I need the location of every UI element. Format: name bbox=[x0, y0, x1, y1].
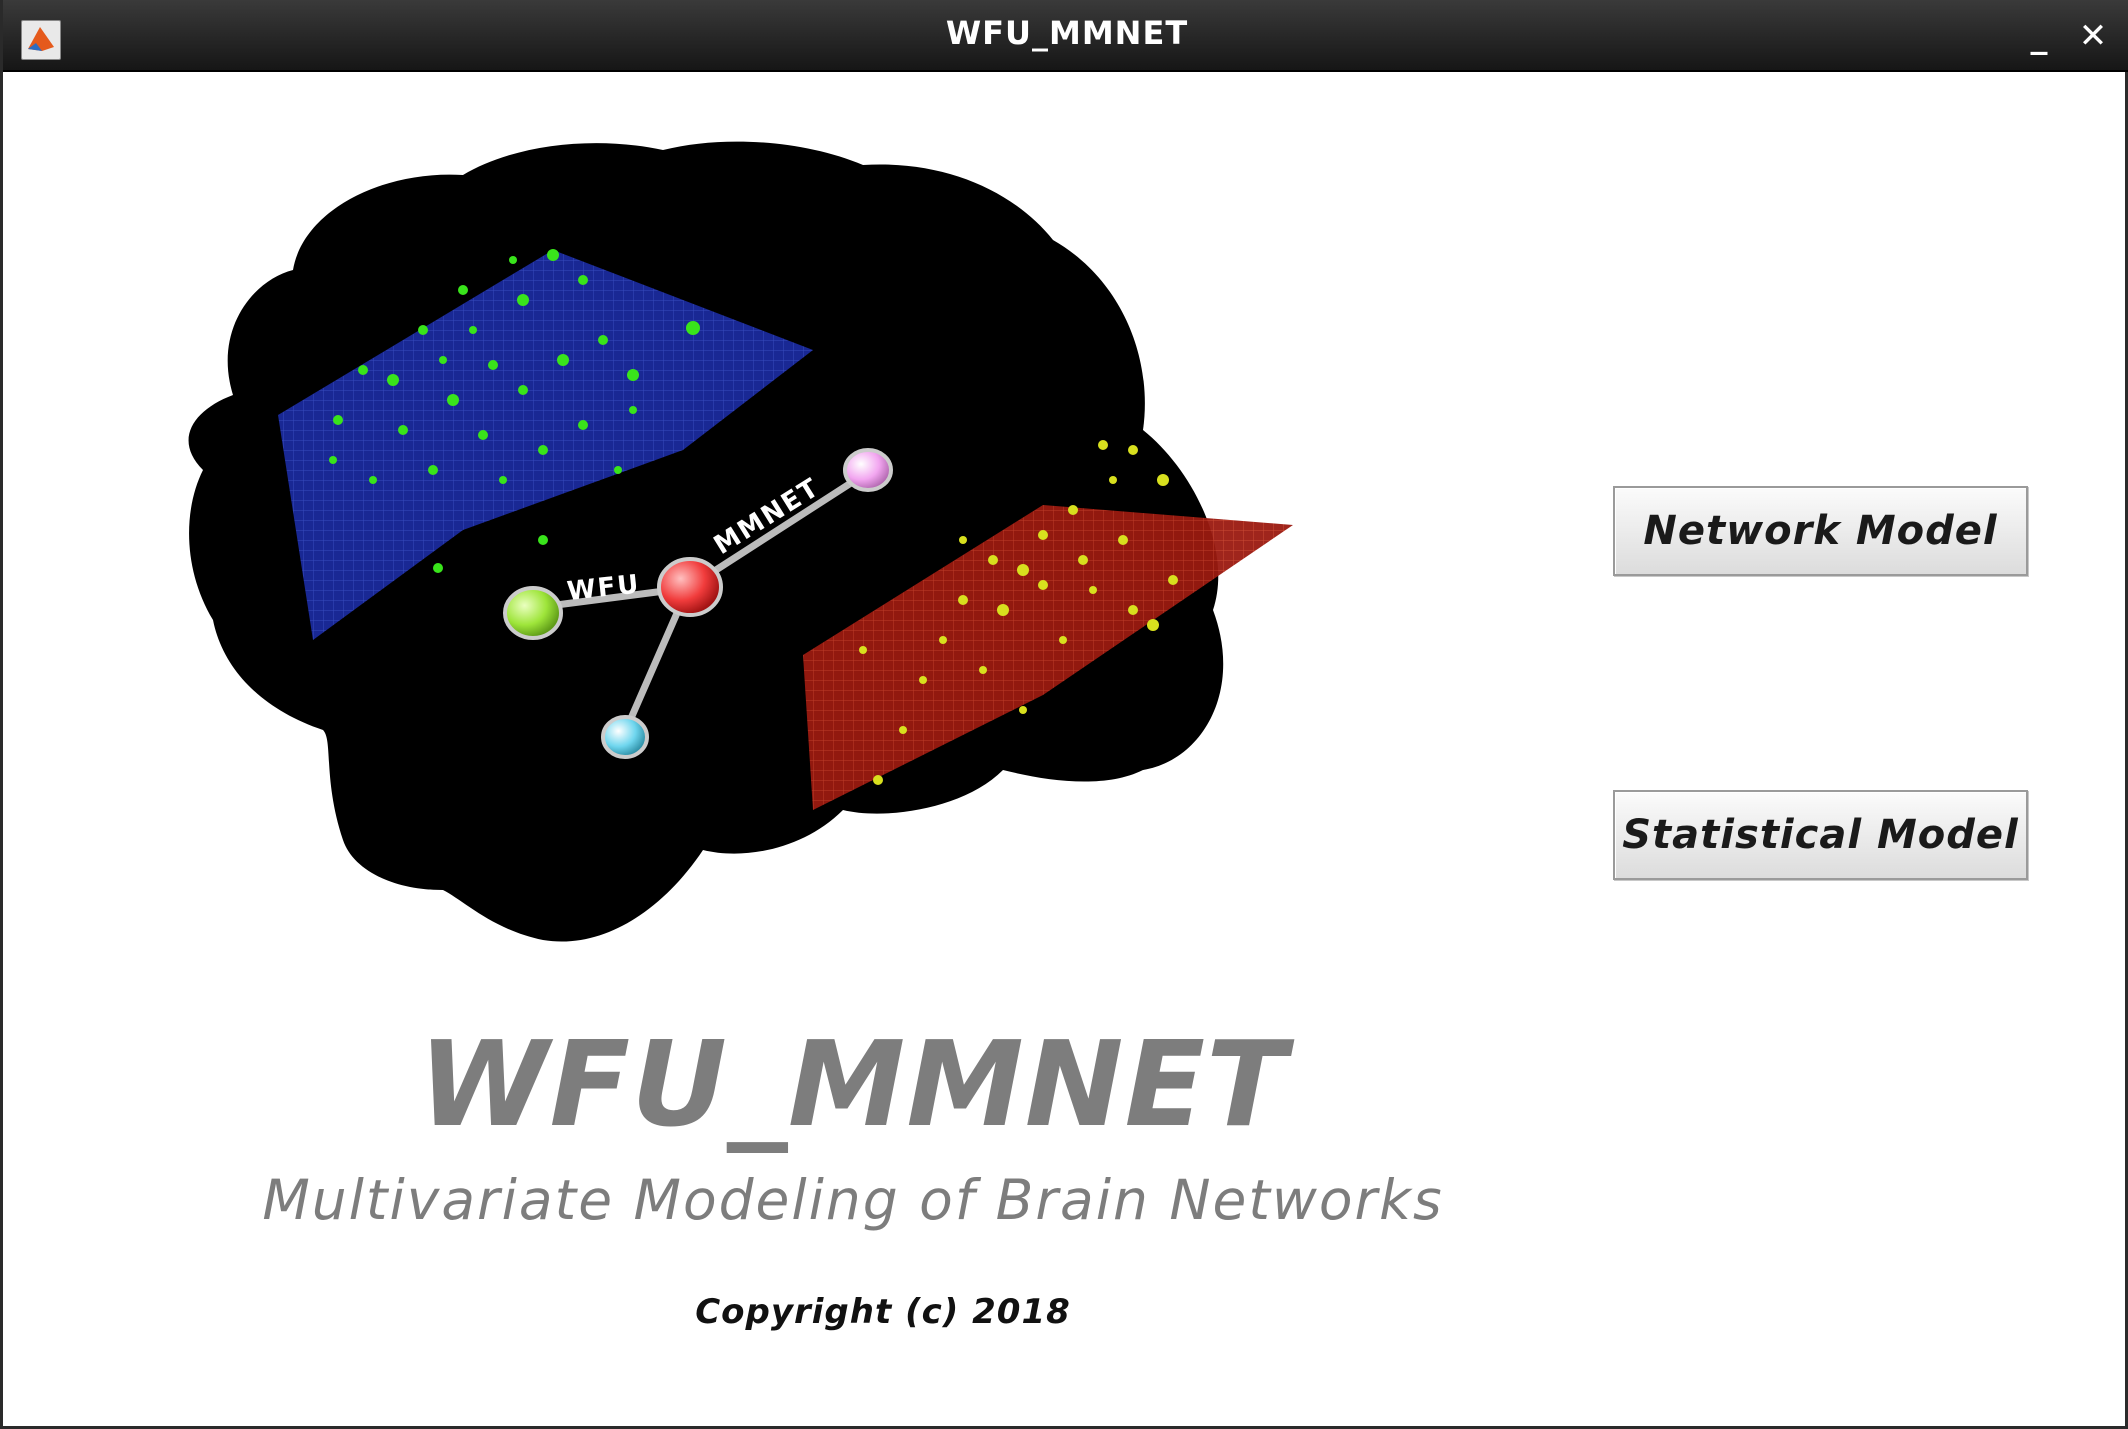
close-button[interactable]: ✕ bbox=[2078, 16, 2108, 56]
brain-network-logo: WFU MMNET bbox=[188, 141, 1293, 942]
network-node-red bbox=[657, 557, 723, 617]
statistical-model-button[interactable]: Statistical Model bbox=[1613, 790, 2028, 880]
yellow-dots bbox=[859, 440, 1178, 785]
title-bar[interactable]: WFU_MMNET _ ✕ bbox=[3, 0, 2128, 72]
copyright-text: Copyright (c) 2018 bbox=[695, 1292, 1071, 1332]
network-node-green bbox=[503, 586, 563, 640]
window-title: WFU_MMNET bbox=[945, 14, 1189, 52]
app-subtitle: Multivariate Modeling of Brain Networks bbox=[262, 1168, 1444, 1232]
minimize-button[interactable]: _ bbox=[2030, 16, 2048, 56]
network-node-cyan bbox=[601, 715, 649, 759]
app-logo-title: WFU_MMNET bbox=[418, 1015, 1288, 1153]
matlab-icon bbox=[21, 20, 61, 60]
blue-activation-plane bbox=[278, 250, 813, 640]
green-dots bbox=[329, 249, 700, 573]
network-node-pink bbox=[843, 448, 893, 492]
network-model-button[interactable]: Network Model bbox=[1613, 486, 2028, 576]
